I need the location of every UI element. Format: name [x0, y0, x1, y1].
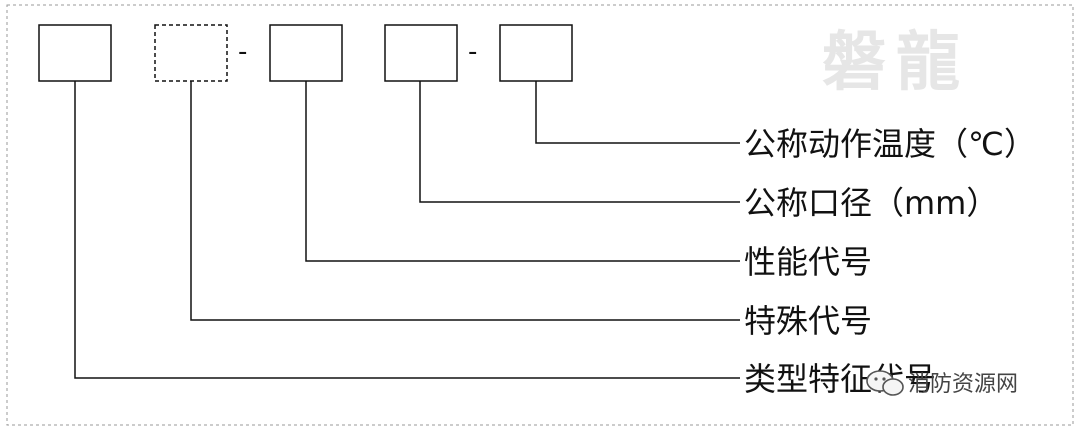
separator-dash-1: -: [238, 37, 247, 67]
leader-special: [190, 81, 740, 321]
separator-dash-2: -: [468, 37, 477, 67]
leader-performance: [305, 81, 740, 262]
watermark-text: 消防资源网: [908, 372, 1018, 397]
label-rated-temperature: 公称动作温度（℃）: [744, 125, 1036, 163]
box-temperature: [499, 24, 573, 82]
box-diameter: [384, 24, 458, 82]
leader-diameter: [419, 81, 740, 203]
label-type-feature-code: 类型特征代号: [744, 360, 936, 398]
wechat-icon: [866, 370, 904, 396]
brand-logo: 磐龍: [822, 25, 970, 100]
box-type-feature: [38, 24, 112, 82]
leader-type-feature: [74, 81, 740, 379]
box-special: [154, 24, 228, 82]
outer-frame: [6, 4, 1074, 426]
box-performance: [269, 24, 343, 82]
label-nominal-diameter: 公称口径（mm）: [744, 184, 998, 222]
label-special-code: 特殊代号: [744, 302, 872, 340]
leader-temperature: [535, 81, 740, 144]
label-performance-code: 性能代号: [744, 243, 872, 281]
